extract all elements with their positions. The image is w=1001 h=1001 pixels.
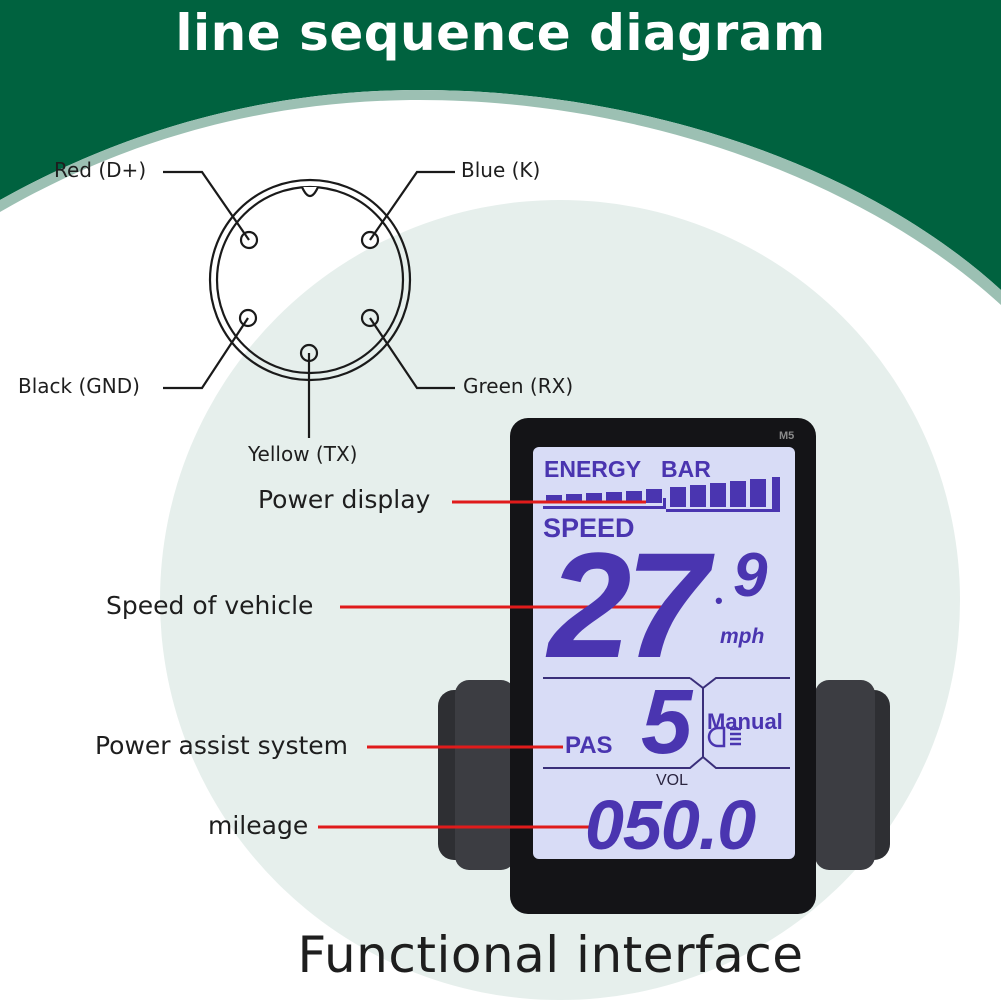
decimal-dot: • xyxy=(715,588,723,613)
vol-label: VOL xyxy=(656,772,689,789)
lcd-screen xyxy=(533,447,795,859)
bar-label: BAR xyxy=(661,456,711,482)
pin-label-red: Red (D+) xyxy=(54,158,147,182)
pin-label-black: Black (GND) xyxy=(18,374,140,398)
connector-diagram xyxy=(163,170,455,438)
page-title: line sequence diagram xyxy=(175,4,826,62)
energy-bar-segments xyxy=(543,477,780,512)
pin-label-yellow: Yellow (TX) xyxy=(248,442,358,466)
pin-label-blue: Blue (K) xyxy=(461,158,541,182)
speed-unit: mph xyxy=(720,625,765,648)
pas-label: PAS xyxy=(565,732,613,759)
callout-pas: Power assist system xyxy=(95,731,349,760)
speed-value: 27 xyxy=(548,521,709,689)
model-label: M5 xyxy=(779,430,795,442)
speed-label: SPEED xyxy=(543,513,635,543)
mode-label: Manual xyxy=(707,709,783,734)
pas-level: 5 xyxy=(641,671,693,773)
mileage-value: 050.0 xyxy=(585,786,756,864)
pin-label-green: Green (RX) xyxy=(463,374,574,398)
headlight-icon xyxy=(707,726,741,748)
energy-label: ENERGY xyxy=(544,456,642,482)
callout-mileage: mileage xyxy=(208,811,309,840)
callout-power-display: Power display xyxy=(258,485,431,514)
callout-speed: Speed of vehicle xyxy=(106,591,314,620)
handlebar-clamps xyxy=(438,680,890,870)
speed-decimal: 9 xyxy=(733,541,768,610)
footer-title: Functional interface xyxy=(297,926,804,984)
